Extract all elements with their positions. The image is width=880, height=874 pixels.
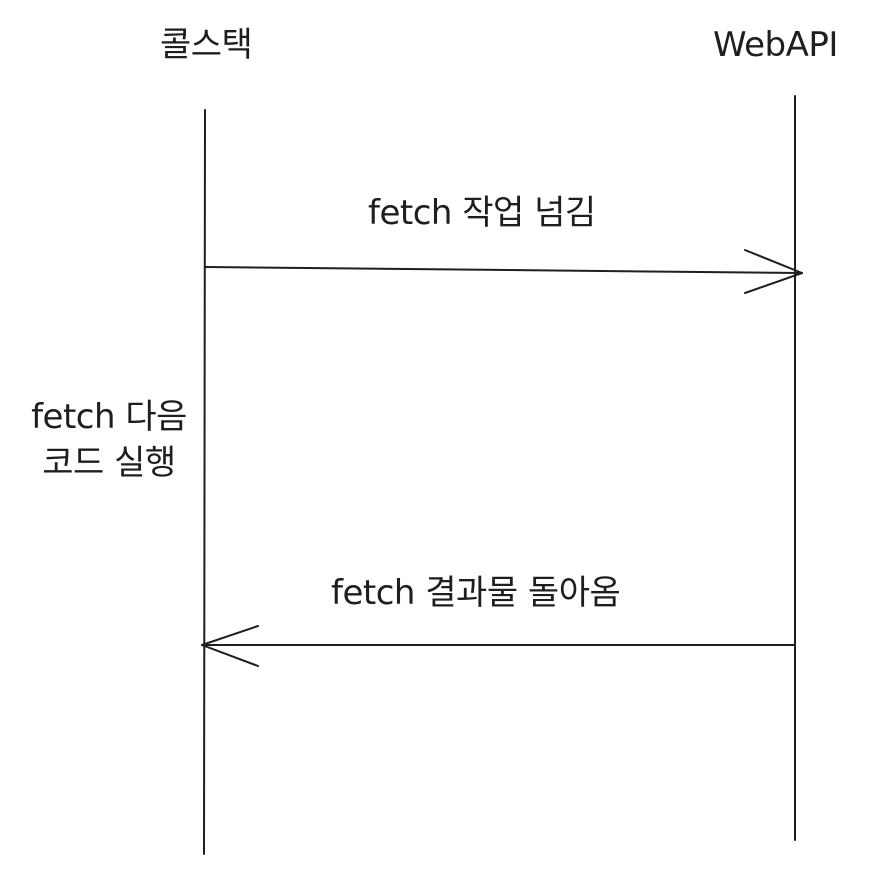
callstack-lifeline — [203, 109, 206, 855]
participant-webapi-label: WebAPI — [713, 25, 838, 65]
note-callstack-line-2: 코드 실행 — [42, 443, 176, 483]
arrowhead-left-icon — [201, 625, 259, 646]
message-arrow-to-callstack — [201, 625, 796, 667]
arrowhead-right-icon — [744, 249, 803, 274]
message-arrow-to-webapi — [204, 249, 803, 294]
participant-callstack-label: 콜스택 — [160, 25, 253, 65]
message-label-to-webapi: fetch 작업 넘김 — [368, 193, 596, 233]
note-callstack-line-1: fetch 다음 — [31, 397, 187, 437]
message-label-to-callstack: fetch 결과물 돌아옴 — [331, 573, 621, 613]
